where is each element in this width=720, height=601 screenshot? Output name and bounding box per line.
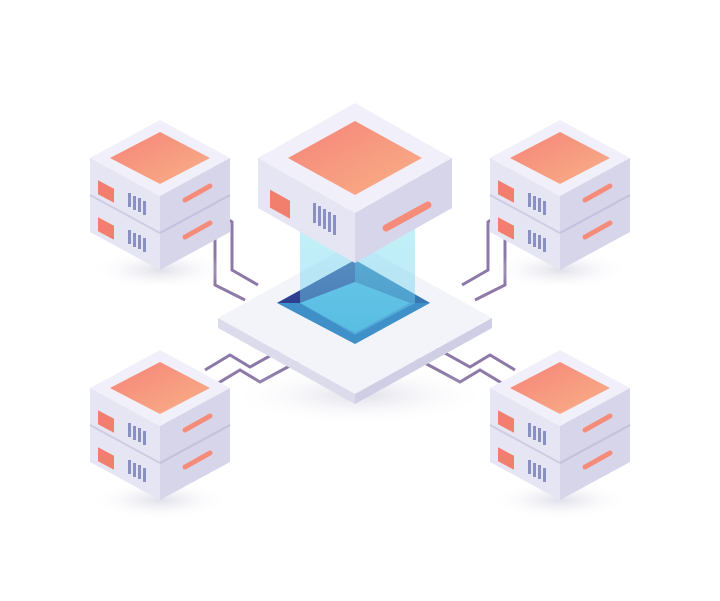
- server-top-center: [258, 103, 452, 263]
- server-stack-bottom-left: [90, 350, 230, 520]
- server-stack-bottom-right: [490, 350, 630, 520]
- server-stack-top-left: [89, 120, 231, 290]
- server-stack-top-right: [490, 120, 630, 290]
